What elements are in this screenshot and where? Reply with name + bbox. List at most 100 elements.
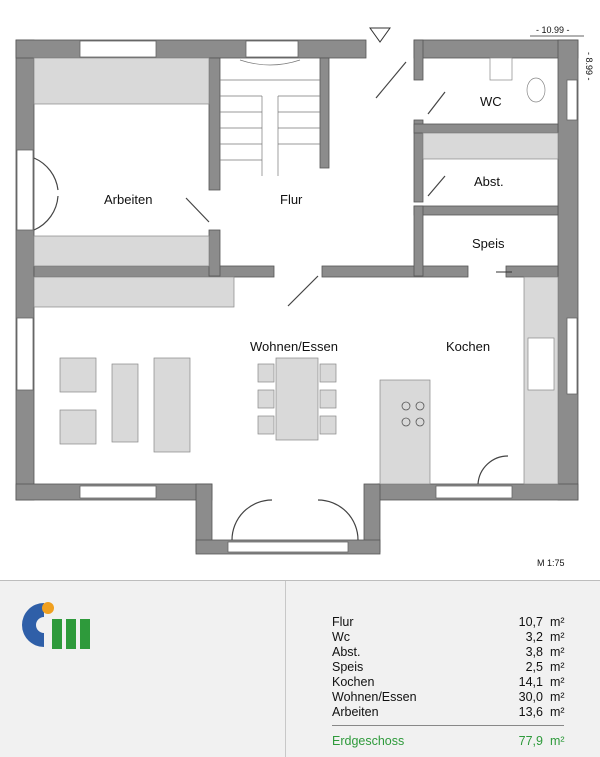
window-wohnen-south xyxy=(79,485,157,499)
area-name: Wc xyxy=(332,630,351,644)
total-name: Erdgeschoss xyxy=(332,734,405,748)
room-label-kochen: Kochen xyxy=(446,339,490,354)
area-value: 3,2 xyxy=(525,630,543,644)
wall-speis-west xyxy=(413,205,424,277)
window-kochen-east xyxy=(566,317,578,395)
stove xyxy=(401,401,425,427)
wall-abst-south xyxy=(413,205,559,216)
dimension-width: - 10.99 - xyxy=(536,25,570,35)
room-label-flur: Flur xyxy=(280,192,303,207)
entrance-marker xyxy=(369,27,391,43)
floor-plan: - 10.99 - - 8.99 - Arbeiten Flur WC Abst… xyxy=(15,25,594,568)
area-name: Speis xyxy=(332,660,364,674)
area-unit: m² xyxy=(550,645,565,659)
wall-stair-left xyxy=(208,57,221,191)
wall-flur-south xyxy=(321,265,469,278)
chair xyxy=(319,415,337,435)
shelf-wohnen xyxy=(33,276,235,308)
window-wc xyxy=(566,79,578,121)
area-unit: m² xyxy=(550,630,565,644)
wall-north-right xyxy=(413,39,579,59)
chair xyxy=(257,389,275,409)
area-name: Abst. xyxy=(332,645,361,659)
toilet xyxy=(526,77,546,103)
shelf-abst xyxy=(422,132,559,160)
area-value-group: 14,1 m² xyxy=(518,675,565,690)
area-unit: m² xyxy=(550,690,565,704)
total-value: 77,9 xyxy=(518,734,543,748)
windows xyxy=(16,40,578,553)
chair xyxy=(257,415,275,435)
wall-arbeiten-south xyxy=(33,265,275,278)
area-value: 10,7 xyxy=(518,615,543,629)
area-row: Speis 2,5 m² xyxy=(332,660,565,675)
room-label-abst: Abst. xyxy=(474,174,504,189)
area-value: 14,1 xyxy=(518,675,543,689)
window-wohnen-west xyxy=(16,317,34,391)
wall-arbeiten-east xyxy=(208,229,221,277)
area-unit: m² xyxy=(550,660,565,674)
room-label-wc: WC xyxy=(480,94,502,109)
wc-basin xyxy=(489,57,513,81)
coffee-table xyxy=(111,363,139,443)
room-label-speis: Speis xyxy=(472,236,505,251)
area-value-group: 2,5 m² xyxy=(525,660,565,675)
wall-north-left xyxy=(15,39,367,59)
sink xyxy=(527,337,555,391)
wall-speis-south xyxy=(505,265,559,278)
total-unit: m² xyxy=(550,734,565,748)
wall-wc-west xyxy=(413,39,424,81)
chair xyxy=(319,363,337,383)
area-name: Flur xyxy=(332,615,354,629)
window-flur-north xyxy=(245,40,299,58)
area-value-group: 3,8 m² xyxy=(525,645,565,660)
panel-divider xyxy=(285,581,286,757)
area-value-group: 3,2 m² xyxy=(525,630,565,645)
area-unit: m² xyxy=(550,705,565,719)
chair xyxy=(257,363,275,383)
area-name: Arbeiten xyxy=(332,705,379,719)
total-separator xyxy=(332,725,564,726)
sofa xyxy=(153,357,191,453)
kitchen-island xyxy=(379,379,431,485)
shelf-arbeiten xyxy=(33,235,210,267)
room-label-wohnen-essen: Wohnen/Essen xyxy=(250,339,338,354)
area-value-group: 10,7 m² xyxy=(518,615,565,630)
area-value: 30,0 xyxy=(518,690,543,704)
armchair-bottom xyxy=(59,409,97,445)
area-row: Flur 10,7 m² xyxy=(332,615,565,630)
furniture xyxy=(33,57,559,485)
room-label-arbeiten: Arbeiten xyxy=(104,192,152,207)
scale-label: M 1:75 xyxy=(537,558,565,568)
chair xyxy=(319,389,337,409)
area-value: 13,6 xyxy=(518,705,543,719)
area-row: Abst. 3,8 m² xyxy=(332,645,565,660)
area-name: Kochen xyxy=(332,675,375,689)
dining-table xyxy=(275,357,319,441)
area-value: 3,8 xyxy=(525,645,543,659)
total-value-group: 77,9 m² xyxy=(518,734,565,749)
staircase xyxy=(220,59,320,176)
dimension-height: - 8.99 - xyxy=(584,52,594,81)
wall-wc-south xyxy=(413,123,559,134)
window-kochen-south xyxy=(435,485,513,499)
area-value-group: 13,6 m² xyxy=(518,705,565,720)
cabinet-arbeiten xyxy=(33,57,210,105)
wall-west xyxy=(15,39,35,501)
area-value: 2,5 xyxy=(525,660,543,674)
area-total-row: Erdgeschoss 77,9 m² xyxy=(332,734,565,749)
window-arbeiten-north xyxy=(79,40,157,58)
company-logo xyxy=(22,602,90,649)
area-unit: m² xyxy=(550,675,565,689)
window-bay-south xyxy=(227,541,349,553)
window-arbeiten-west xyxy=(16,149,34,231)
wall-stair-right xyxy=(319,57,330,169)
area-row: Arbeiten 13,6 m² xyxy=(332,705,565,720)
armchair-top xyxy=(59,357,97,393)
area-row: Kochen 14,1 m² xyxy=(332,675,565,690)
area-unit: m² xyxy=(550,615,565,629)
area-row: Wc 3,2 m² xyxy=(332,630,565,645)
